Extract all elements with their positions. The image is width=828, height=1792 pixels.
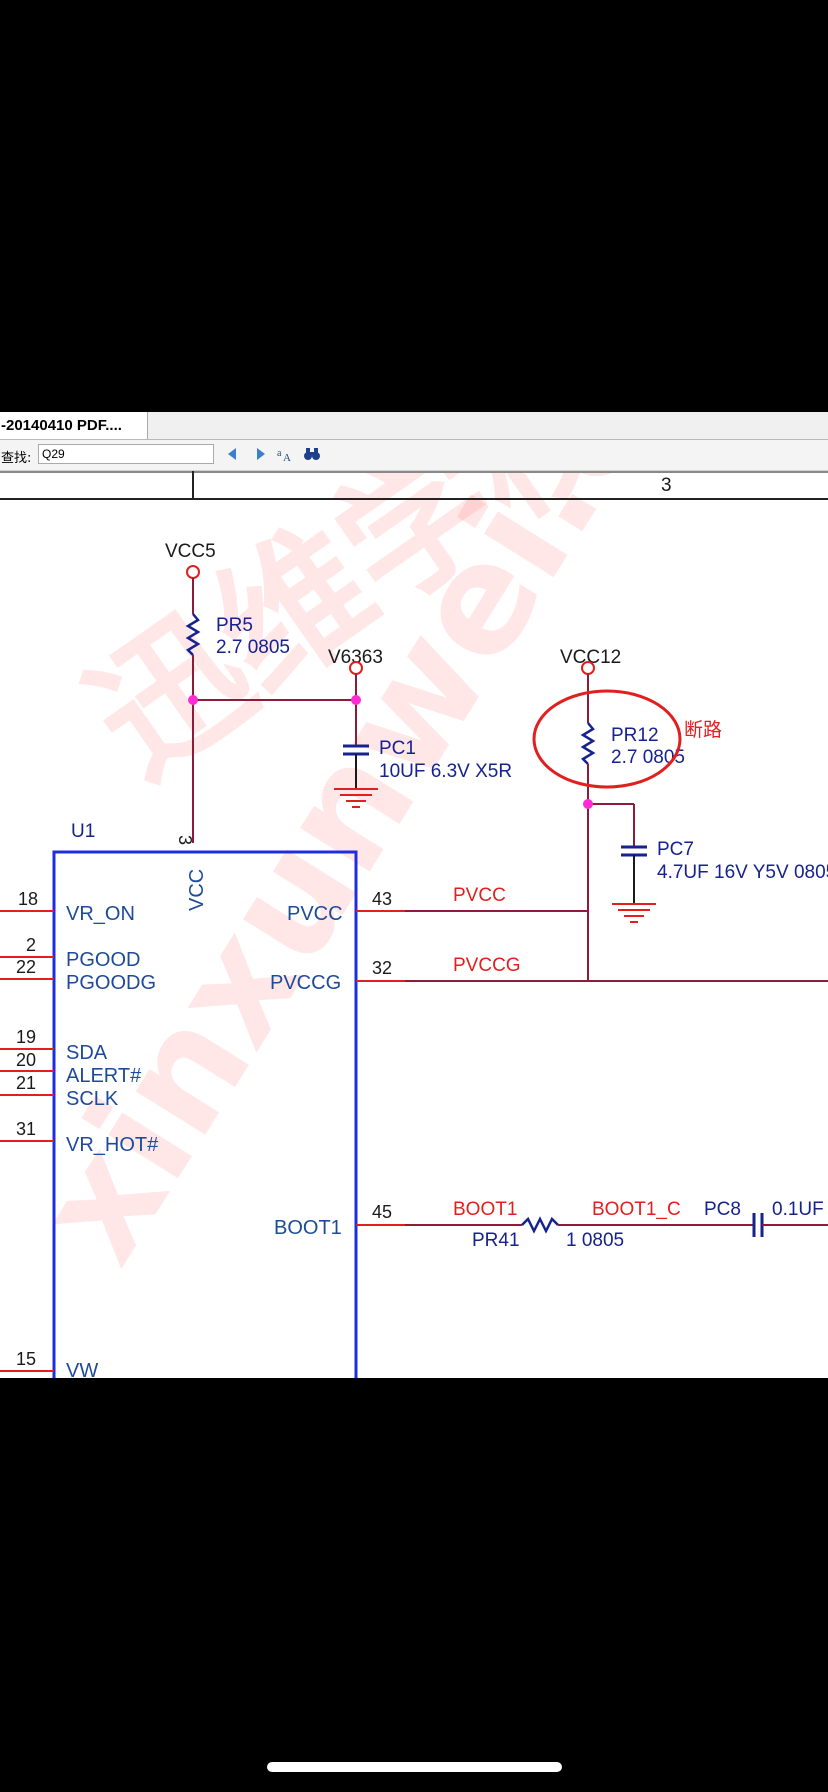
ref-pc7: PC7 [657,839,694,860]
pin-number: 31 [16,1119,36,1139]
svg-text:a: a [277,448,282,459]
pin-number: 2 [26,935,36,955]
highlight-circle [532,689,682,789]
page-frame: 3 [0,471,828,500]
ic-u1: U1 3 VCC [52,821,358,1378]
value-pc1: 10UF 6.3V X5R [379,761,512,782]
value-pc7: 4.7UF 16V Y5V 0805 [657,862,828,883]
pin-name: BOOT1 [274,1217,342,1239]
pin-name: SDA [66,1042,108,1064]
net-label-pvcc: PVCC [453,885,506,906]
vcc12-net: VCC12 PR12 2.7 0805 断路 PC7 [532,647,828,982]
net-label-boot1-c: BOOT1_C [592,1199,681,1220]
v6363-net: V6363 PC1 10UF 6.3V X5R [328,647,512,808]
resistor-pr5 [185,613,201,656]
ic-u1-body [52,850,358,1378]
pin-number: 20 [16,1050,36,1070]
pin-number: 18 [18,889,38,909]
pin-name: VW [66,1360,98,1378]
pin-name: PVCC [287,903,343,925]
next-arrow-icon[interactable] [251,445,269,463]
resistor-pr12 [580,722,596,765]
value-pc8: 0.1UF [772,1199,824,1220]
ref-pr5: PR5 [216,615,253,636]
net-label-vcc5: VCC5 [165,541,216,562]
pin-number: 43 [372,889,392,909]
ref-pc1: PC1 [379,738,416,759]
ref-pr41: PR41 [472,1230,520,1251]
search-input[interactable] [38,444,214,464]
annotation-open-circuit: 断路 [684,719,722,741]
pdf-viewer-window: -20140410 PDF.... 查找: a A 迅维学校 xinxunwei… [0,412,828,1378]
pin-name: ALERT# [66,1065,142,1087]
value-pr12: 2.7 0805 [611,747,685,768]
screen-bottom [0,1300,828,1792]
vcc5-net: VCC5 PR5 2.7 0805 [165,541,356,843]
power-port-v6363 [349,661,363,675]
pin-name: SCLK [66,1088,119,1110]
pin-name: PGOOD [66,949,140,971]
value-pr5: 2.7 0805 [216,637,290,658]
zone-number: 3 [661,475,672,496]
pin-name-vcc: VCC [186,869,208,911]
schematic-diagram: 迅维学校 xinxunwei.com 3 VCC5 PR5 2.7 0805 [0,471,828,1378]
pin-name: PGOODG [66,972,156,994]
power-port-vcc5 [186,565,200,579]
pin-number: 21 [16,1073,36,1093]
binoculars-icon[interactable] [303,445,321,463]
pin-name: VR_ON [66,903,135,925]
pin-name: PVCCG [270,972,341,994]
net-label-v6363: V6363 [328,647,383,668]
find-toolbar: 查找: a A [0,440,828,471]
junction-dot [188,695,198,705]
pin-number: 22 [16,957,36,977]
document-tab[interactable]: -20140410 PDF.... [0,412,148,439]
power-port-vcc12 [581,661,595,675]
pin-number: 32 [372,958,392,978]
prev-arrow-icon[interactable] [224,445,242,463]
pin-number-vcc: 3 [175,835,195,845]
ic-u1-left-pins: 18 VR_ON 2 PGOOD 22 PGOODG 19 SDA 20 ALE… [0,889,159,1378]
ref-pc8: PC8 [704,1199,741,1220]
document-page: 迅维学校 xinxunwei.com 3 VCC5 PR5 2.7 0805 [0,471,828,1378]
pin-number: 19 [16,1027,36,1047]
value-pr41: 1 0805 [566,1230,624,1251]
ref-pr12: PR12 [611,725,659,746]
junction-dot [583,799,593,809]
ic-u1-right-pins: 43 PVCC PVCC 32 PVCCG PVCCG 45 BOOT1 BOO… [270,885,828,1251]
home-indicator[interactable] [267,1762,562,1772]
net-label-pvccg: PVCCG [453,955,521,976]
svg-text:A: A [283,452,291,463]
match-case-icon[interactable]: a A [276,445,294,463]
find-label: 查找: [1,451,32,466]
pin-name: VR_HOT# [66,1134,159,1156]
resistor-pr41 [521,1216,559,1234]
net-label-vcc12: VCC12 [560,647,621,668]
tab-bar: -20140410 PDF.... [0,412,828,440]
pin-number: 45 [372,1202,392,1222]
junction-dot [351,695,361,705]
ref-u1: U1 [71,821,95,842]
pin-number: 15 [16,1349,36,1369]
net-label-boot1: BOOT1 [453,1199,517,1220]
